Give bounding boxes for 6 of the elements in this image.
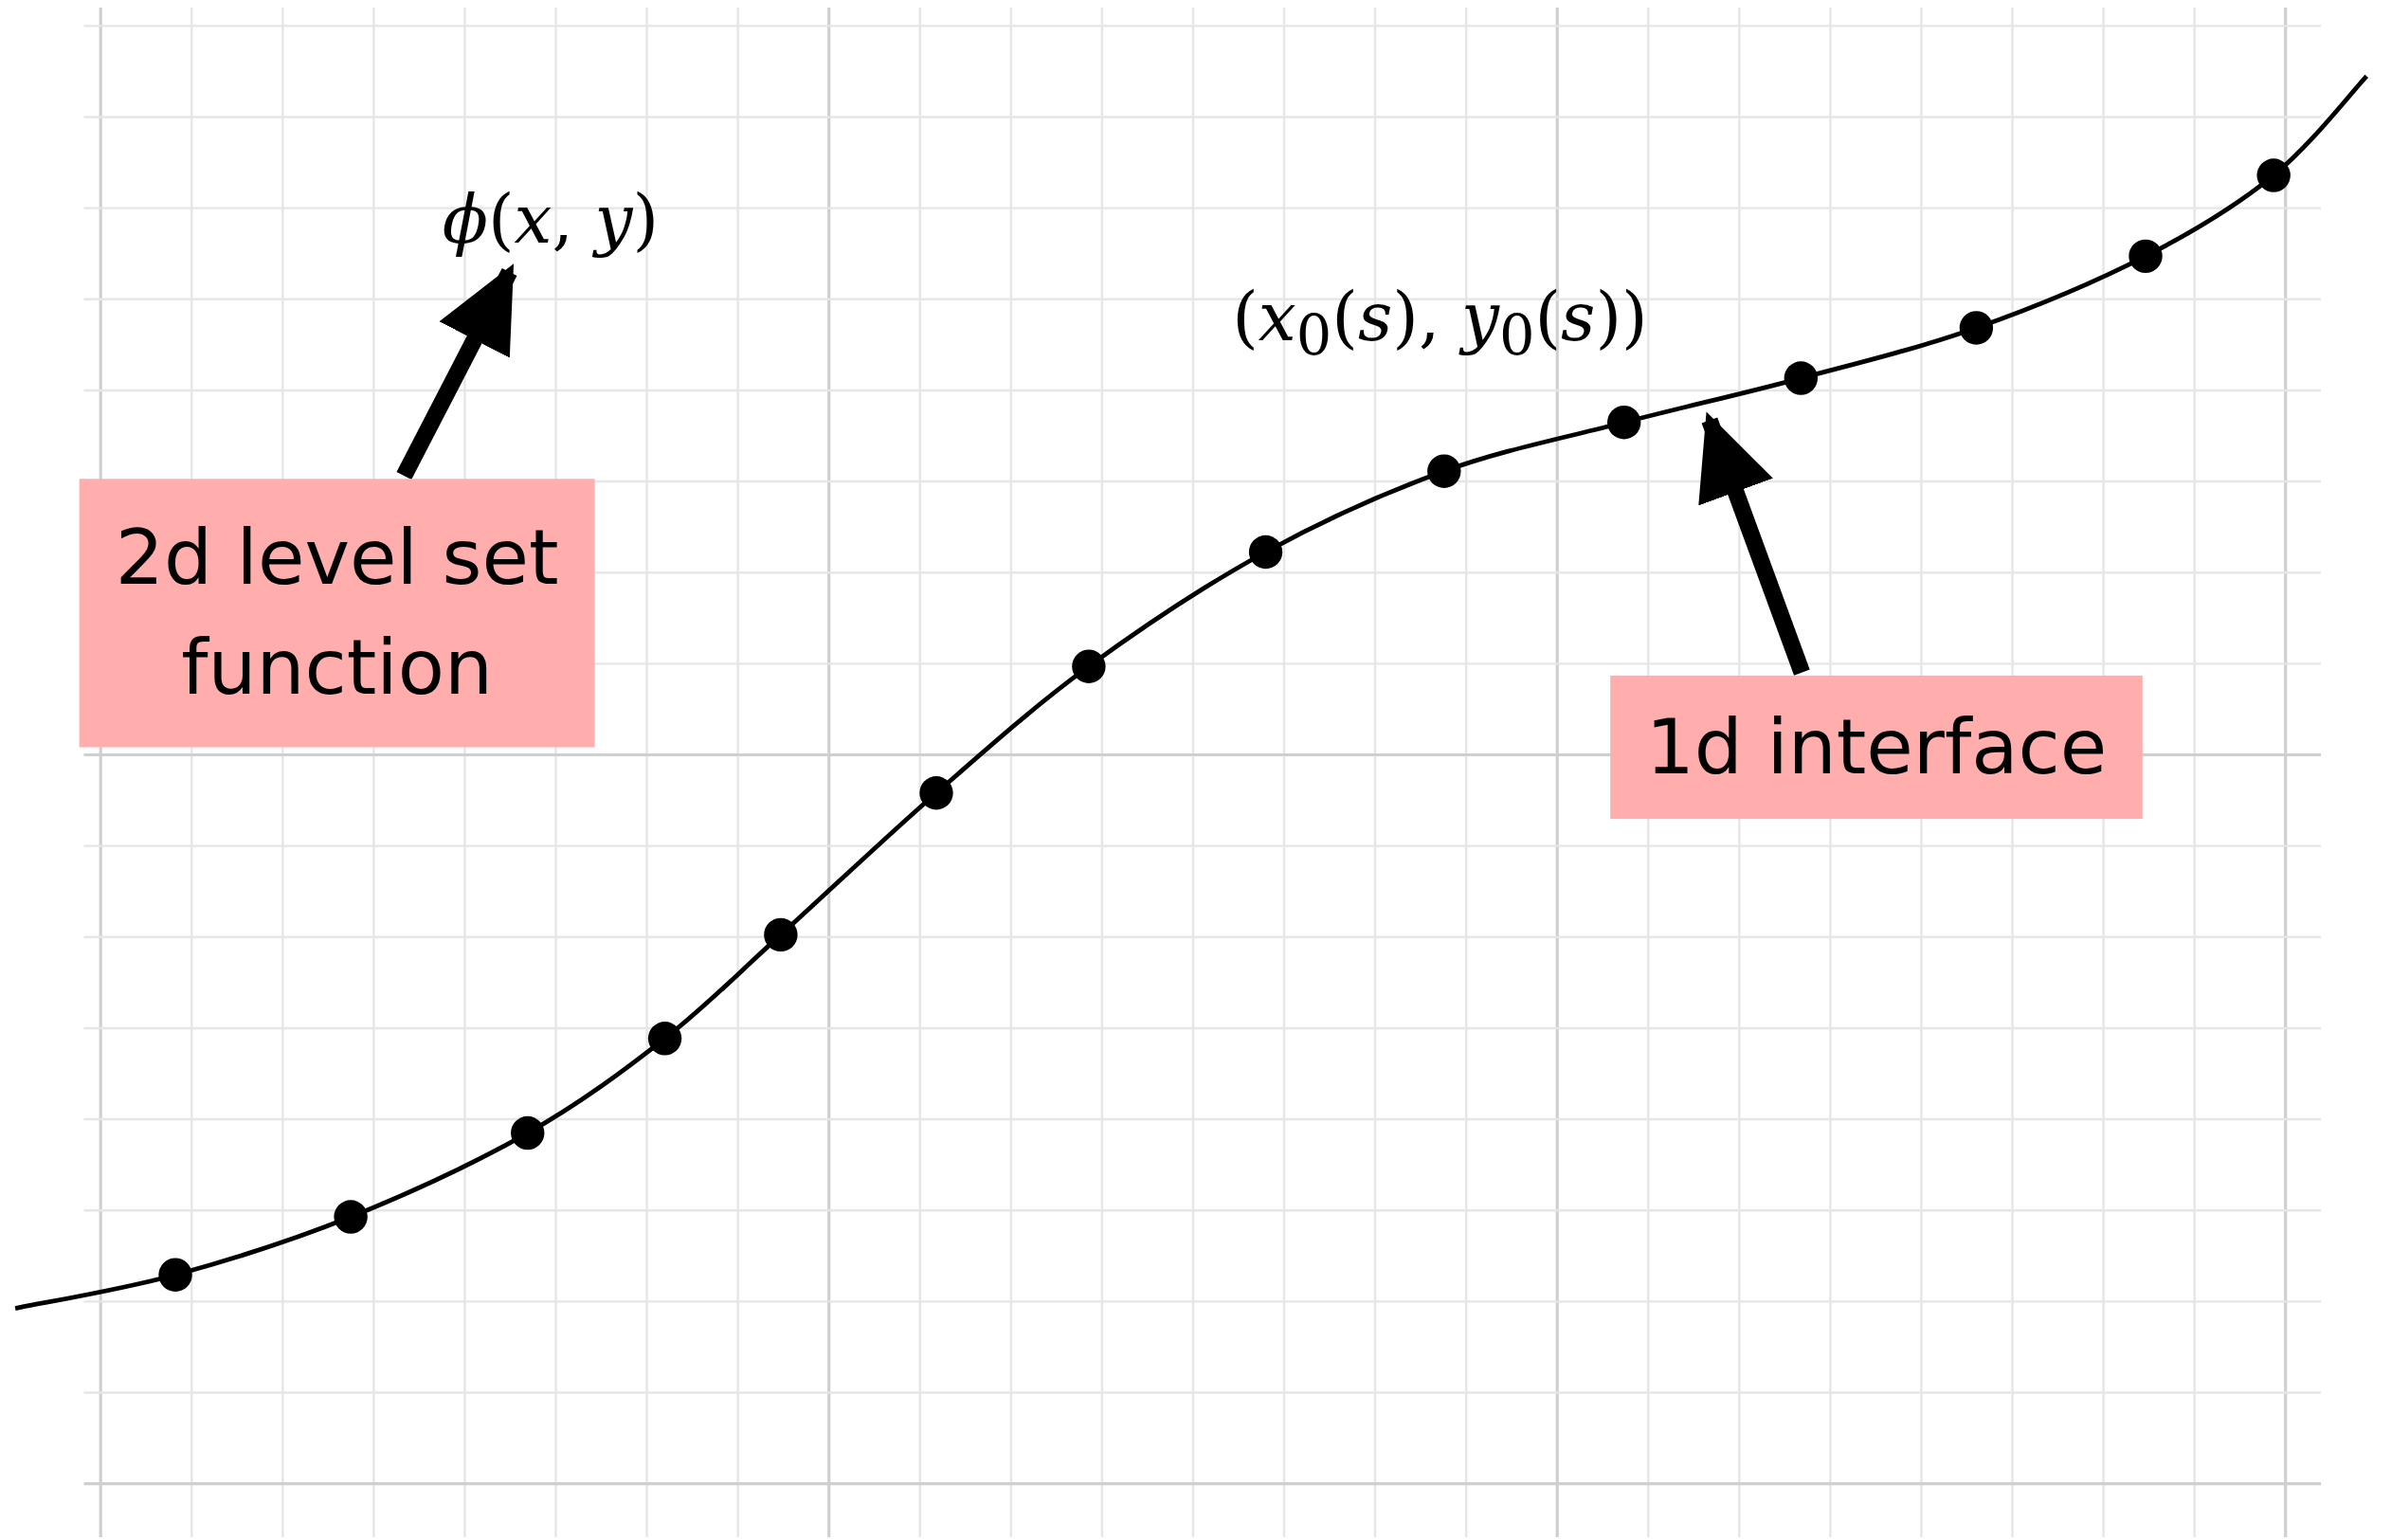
math-label: ϕ(x, y) [442,179,660,258]
arrow [1698,411,1810,676]
math-label: (x$_{0}$(s), y$_{0}$(s)) [1232,277,1648,370]
label-box: 1d interface [1610,675,2143,820]
arrow [396,263,517,480]
label-box: 2d level set function [79,479,595,748]
